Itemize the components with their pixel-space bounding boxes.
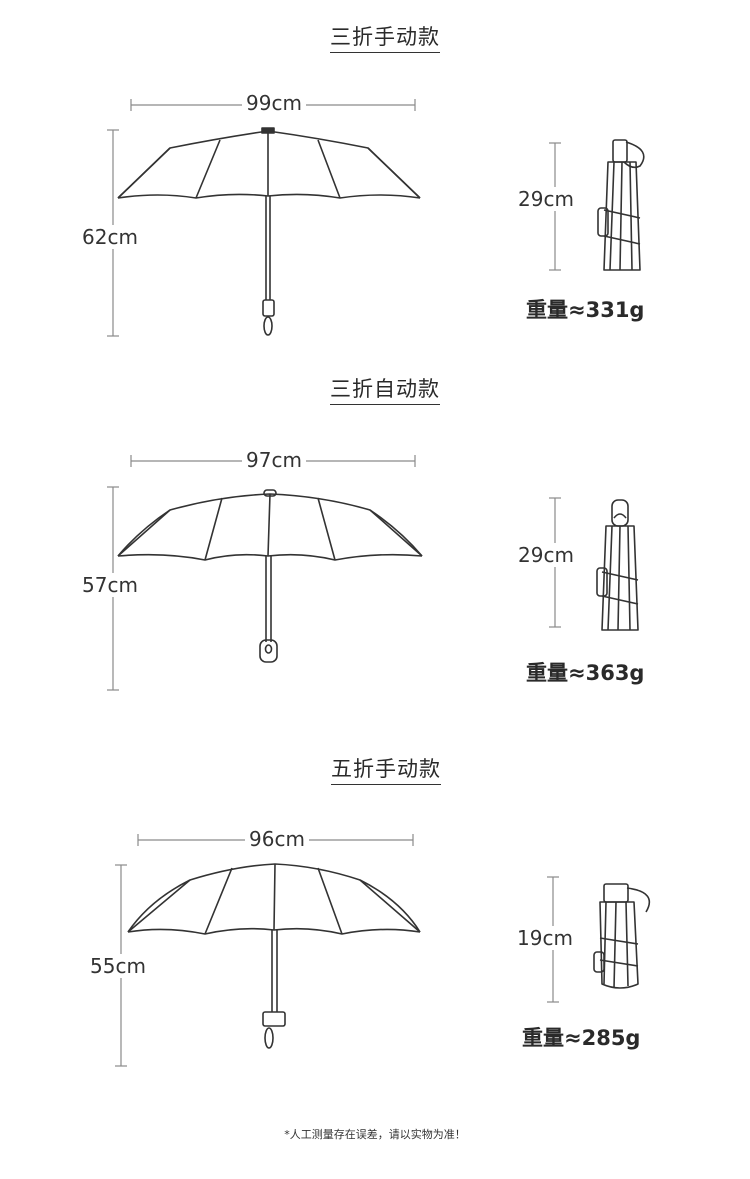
- section-three-fold-manual: 三折手动款: [0, 0, 750, 360]
- section-title: 五折手动款: [331, 756, 441, 785]
- folded-length-label: 19cm: [513, 926, 577, 950]
- open-umbrella-icon: [117, 489, 423, 663]
- section-five-fold-manual: 五折手动款: [0, 720, 750, 1120]
- open-umbrella-icon: [127, 863, 421, 1049]
- height-label: 55cm: [86, 954, 150, 978]
- folded-umbrella-icon: [596, 499, 639, 631]
- folded-umbrella-icon: [593, 883, 651, 989]
- umbrella-diagram-open: [107, 99, 645, 337]
- width-label: 96cm: [245, 827, 309, 851]
- weight-label: 重量≈331g: [526, 298, 645, 322]
- width-label: 97cm: [242, 448, 306, 472]
- section-three-fold-automatic: 三折自动款: [0, 360, 750, 720]
- width-label: 99cm: [242, 91, 306, 115]
- weight-label: 重量≈285g: [522, 1026, 641, 1050]
- folded-umbrella-icon: [597, 139, 645, 271]
- height-label: 57cm: [78, 573, 142, 597]
- folded-length-label: 29cm: [514, 187, 578, 211]
- umbrella-diagram-open: [115, 834, 651, 1067]
- measurement-footnote: *人工测量存在误差，请以实物为准！: [284, 1128, 466, 1141]
- section-title: 三折手动款: [330, 24, 440, 53]
- open-umbrella-icon: [117, 127, 421, 336]
- weight-label: 重量≈363g: [526, 661, 645, 685]
- section-title: 三折自动款: [330, 376, 440, 405]
- folded-length-label: 29cm: [514, 543, 578, 567]
- height-label: 62cm: [78, 225, 142, 249]
